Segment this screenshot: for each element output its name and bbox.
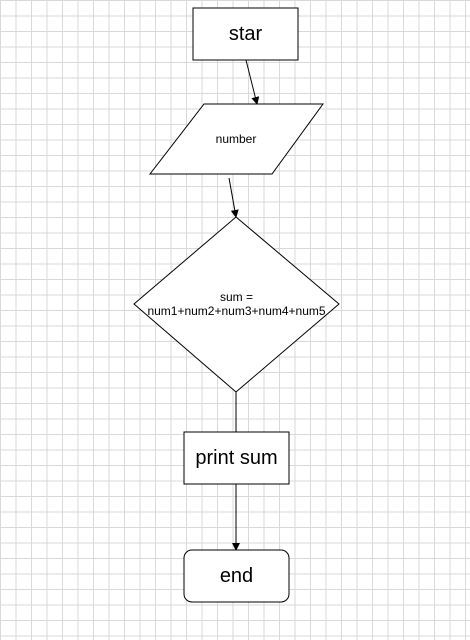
- start-node-label: star: [228, 23, 263, 45]
- decision-node-label: sum = num1+num2+num3+num4+num5: [134, 274, 339, 334]
- arrow-input-to-decision: [228, 177, 239, 218]
- input-node-label: number: [215, 131, 257, 146]
- end-node[interactable]: [183, 549, 290, 603]
- input-node[interactable]: [148, 103, 324, 175]
- decision-label-line1: sum =: [219, 289, 253, 304]
- print-node-label: print sum: [195, 447, 278, 469]
- decision-label-line2: num1+num2+num3+num4+num5: [147, 304, 326, 318]
- print-node[interactable]: [183, 431, 290, 485]
- arrow-start-to-input: [245, 59, 260, 105]
- end-node-label: end: [219, 565, 254, 587]
- decision-node[interactable]: [133, 216, 340, 393]
- start-node[interactable]: [192, 7, 299, 61]
